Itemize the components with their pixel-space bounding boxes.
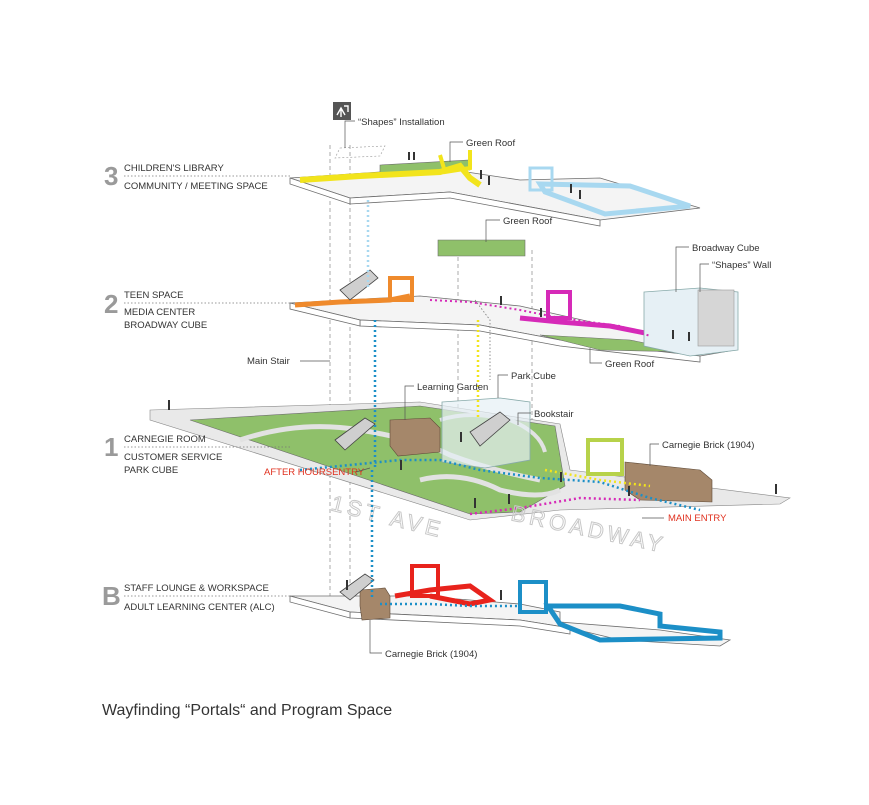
callout-green-roof-top: Green Roof	[466, 138, 515, 149]
level-b-label-1: STAFF LOUNGE & WORKSPACE	[124, 583, 269, 594]
callout-learning-garden: Learning Garden	[417, 382, 488, 393]
diagram-caption: Wayfinding “Portals“ and Program Space	[102, 702, 393, 719]
green-roof-mid	[437, 239, 526, 257]
learning-garden	[389, 417, 441, 457]
bookstair	[469, 411, 511, 447]
level-3-slab	[289, 150, 701, 227]
level-number-2: 2	[104, 289, 118, 319]
level-1-label-2: CUSTOMER SERVICE	[124, 452, 222, 463]
callout-broadway-cube: Broadway Cube	[692, 243, 760, 254]
level-1-ground: 1ST AVE BROADWAY	[149, 397, 791, 558]
people-figures	[168, 152, 777, 600]
callout-main-entry: MAIN ENTRY	[668, 513, 727, 524]
shapes-installation-outline	[334, 145, 386, 159]
level-1-label-1: CARNEGIE ROOM	[124, 434, 206, 445]
level-number-b: B	[102, 581, 121, 611]
level-1-label-3: PARK CUBE	[124, 465, 178, 476]
carnegie-brick-level-b	[359, 587, 391, 621]
callout-carnegie-brick-1: Carnegie Brick (1904)	[662, 440, 754, 451]
callout-green-roof-low: Green Roof	[605, 359, 654, 370]
level-3-label-1: CHILDREN'S LIBRARY	[124, 163, 224, 174]
level-number-3: 3	[104, 161, 118, 191]
main-stair-level-b	[339, 573, 375, 601]
shapes-wall	[697, 289, 735, 347]
callout-bookstair: Bookstair	[534, 409, 574, 420]
stair-sign-icon	[333, 102, 351, 120]
carnegie-brick-level-1	[624, 461, 713, 503]
callout-green-roof-mid: Green Roof	[503, 216, 552, 227]
level-2-slab	[289, 239, 739, 380]
callout-after-hours-entry: AFTER HOURSENTRY	[264, 467, 365, 478]
level-2-label-2: MEDIA CENTER	[124, 307, 195, 318]
callout-shapes-installation: “Shapes” Installation	[358, 117, 445, 128]
main-stair-level-1	[334, 417, 376, 451]
level-3-label-2: COMMUNITY / MEETING SPACE	[124, 181, 268, 192]
callout-shapes-wall: “Shapes” Wall	[712, 260, 771, 271]
level-b-label-2: ADULT LEARNING CENTER (ALC)	[124, 602, 275, 613]
level-2-label-1: TEEN SPACE	[124, 290, 183, 301]
teen-stair	[339, 269, 379, 301]
level-number-1: 1	[104, 432, 118, 462]
level-b-slab	[289, 564, 732, 647]
callout-main-stair: Main Stair	[247, 356, 290, 367]
callout-carnegie-brick-b: Carnegie Brick (1904)	[385, 649, 477, 660]
level-2-label-3: BROADWAY CUBE	[124, 320, 207, 331]
callout-park-cube: Park Cube	[511, 371, 556, 382]
